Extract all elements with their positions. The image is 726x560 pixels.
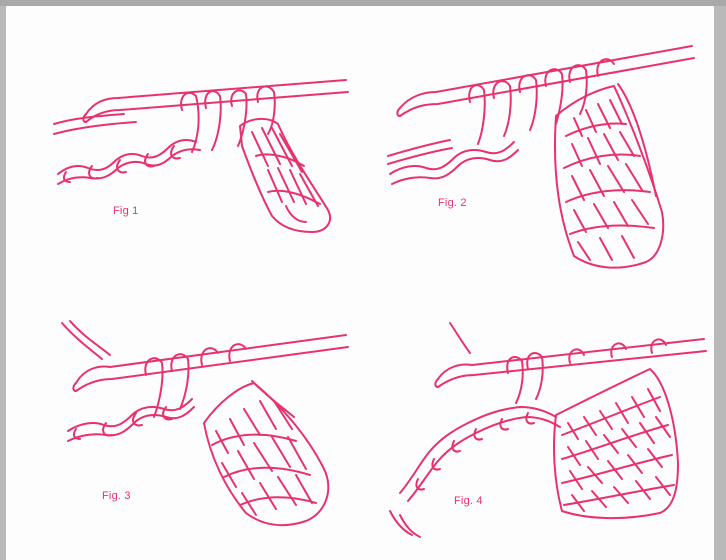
figure-2-label: Fig. 2 [438,197,467,209]
figure-3-panel: Fig. 3 [6,283,360,560]
figure-4-label: Fig. 4 [454,495,483,507]
instruction-page: Fig 1 [6,6,714,560]
figure-3-illustration [6,283,360,560]
figure-2-illustration [360,6,714,283]
figure-1-illustration [6,6,360,283]
figure-1-panel: Fig 1 [6,6,360,283]
figure-4-illustration [360,283,714,560]
figure-1-label: Fig 1 [113,205,138,217]
figure-3-label: Fig. 3 [102,490,131,502]
figure-2-panel: Fig. 2 [360,6,714,283]
figure-4-panel: Fig. 4 [360,283,714,560]
